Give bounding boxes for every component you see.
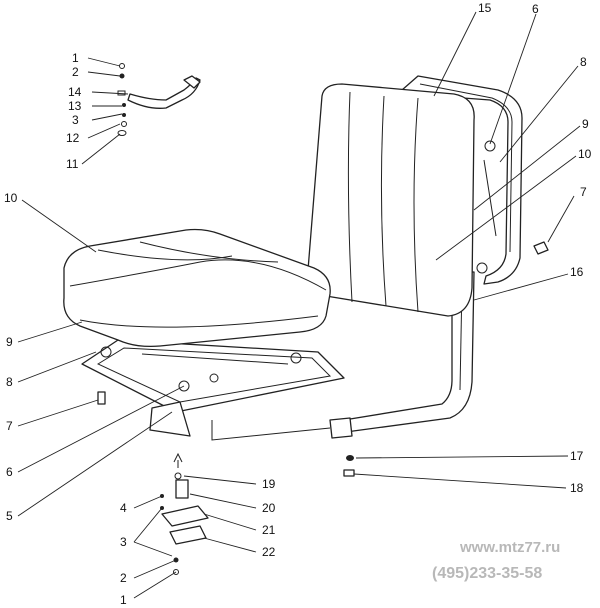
callout-8-right: 8 (580, 55, 587, 69)
callout-6-right: 6 (532, 2, 539, 16)
washer-bolt-17-18 (343, 455, 355, 477)
callout-9-left: 9 (6, 335, 13, 349)
callout-8-left: 8 (6, 375, 13, 389)
small-fasteners-top (117, 63, 127, 136)
callout-7-left: 7 (6, 419, 13, 433)
callout-1-bottom: 1 (120, 593, 127, 607)
callout-2-bottom: 2 (120, 571, 127, 585)
callout-6-left: 6 (6, 465, 13, 479)
callout-10-right: 10 (578, 147, 592, 161)
callout-14: 14 (68, 85, 82, 99)
callout-9-right: 9 (582, 117, 589, 131)
callout-3-top: 3 (72, 113, 79, 127)
backrest-frame (401, 75, 523, 285)
callout-22: 22 (262, 545, 276, 559)
seat-cushion (63, 228, 331, 348)
bolt-7-left (97, 391, 106, 405)
callout-13: 13 (68, 99, 82, 113)
callout-17: 17 (570, 449, 584, 463)
callout-20: 20 (262, 501, 276, 515)
callout-19: 19 (262, 477, 276, 491)
callout-18: 18 (570, 481, 584, 495)
callout-16: 16 (570, 265, 584, 279)
callout-3-bottom: 3 (120, 535, 127, 549)
leader-lines (17, 11, 581, 599)
callout-7-right: 7 (580, 185, 587, 199)
bolt-7-right (533, 241, 549, 255)
callout-21: 21 (262, 523, 276, 537)
seat-base-plate (81, 339, 345, 441)
callout-4: 4 (120, 501, 127, 515)
watermark-site: www.mtz77.ru (459, 539, 560, 556)
watermark-phone: (495)233-35-58 (432, 565, 542, 582)
callout-15: 15 (478, 1, 492, 15)
callout-10-left: 10 (4, 191, 18, 205)
callout-5: 5 (6, 509, 13, 523)
callout-1-top: 1 (72, 51, 79, 65)
lower-fasteners (160, 452, 209, 575)
callout-12: 12 (66, 131, 80, 145)
callout-labels: 1 2 14 13 3 12 11 10 9 8 7 6 5 4 3 2 1 1… (4, 1, 592, 607)
seat-belt-assembly (127, 75, 201, 109)
callout-2-top: 2 (72, 65, 79, 79)
backrest-cushion (307, 83, 475, 317)
callout-11: 11 (66, 157, 79, 171)
